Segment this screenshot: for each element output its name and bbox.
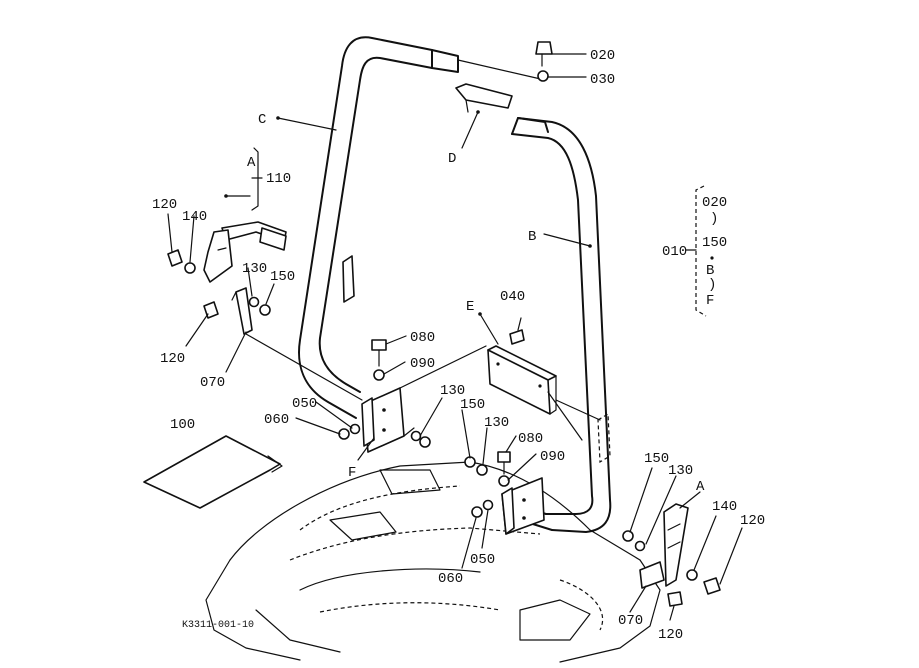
label-090-left: 090 <box>410 356 435 372</box>
label-150-c: 150 <box>644 451 669 467</box>
legend-item-2: 150 <box>702 235 727 251</box>
label-140-left: 140 <box>182 209 207 225</box>
label-C: C <box>258 112 266 128</box>
label-F: F <box>348 465 356 481</box>
label-120-b: 120 <box>160 351 185 367</box>
label-090-right: 090 <box>540 449 565 465</box>
bracket-070-left <box>231 287 253 335</box>
leader-lines <box>167 53 743 621</box>
rops-frame <box>298 36 612 533</box>
label-060-left: 060 <box>264 412 289 428</box>
legend-item-1: 020 <box>702 195 727 211</box>
label-080-left: 080 <box>410 330 435 346</box>
label-070-left: 070 <box>200 375 225 391</box>
label-E: E <box>466 299 474 315</box>
label-A-top: A <box>247 155 256 171</box>
label-A-right: A <box>696 479 705 495</box>
legend-item-3: B <box>706 263 714 279</box>
label-080-right: 080 <box>518 431 543 447</box>
legend-id: 010 <box>662 244 687 260</box>
label-120-a: 120 <box>152 197 177 213</box>
labels: 020 030 C D B A 110 120 140 130 150 120 … <box>152 48 765 643</box>
label-120-c: 120 <box>740 513 765 529</box>
label-060-right: 060 <box>438 571 463 587</box>
seatbelt-A-right <box>639 503 689 589</box>
seatbelt-A-left <box>203 221 287 283</box>
drawing-reference: K3311-001-10 <box>182 620 254 631</box>
label-070-right: 070 <box>618 613 643 629</box>
label-D: D <box>448 151 456 167</box>
label-030: 030 <box>590 72 615 88</box>
label-050-left: 050 <box>292 396 317 412</box>
label-120-d: 120 <box>658 627 683 643</box>
seat-mat-100 <box>143 435 283 509</box>
label-150-b: 150 <box>460 397 485 413</box>
plate-E <box>487 345 557 415</box>
label-130-c: 130 <box>484 415 509 431</box>
label-100: 100 <box>170 417 195 433</box>
label-130-b: 130 <box>440 383 465 399</box>
bracket-F-left <box>361 387 415 453</box>
label-020: 020 <box>590 48 615 64</box>
bracket-F-right <box>501 477 545 535</box>
legend-item-4: F <box>706 293 714 309</box>
label-040: 040 <box>500 289 525 305</box>
label-130-d: 130 <box>668 463 693 479</box>
label-140-right: 140 <box>712 499 737 515</box>
label-110: 110 <box>266 171 291 187</box>
label-150-a: 150 <box>270 269 295 285</box>
label-130-a: 130 <box>242 261 267 277</box>
label-B: B <box>528 229 536 245</box>
label-050-right: 050 <box>470 552 495 568</box>
legend-sep-2: ) <box>708 277 716 293</box>
legend-sep-1: ) <box>710 211 718 227</box>
